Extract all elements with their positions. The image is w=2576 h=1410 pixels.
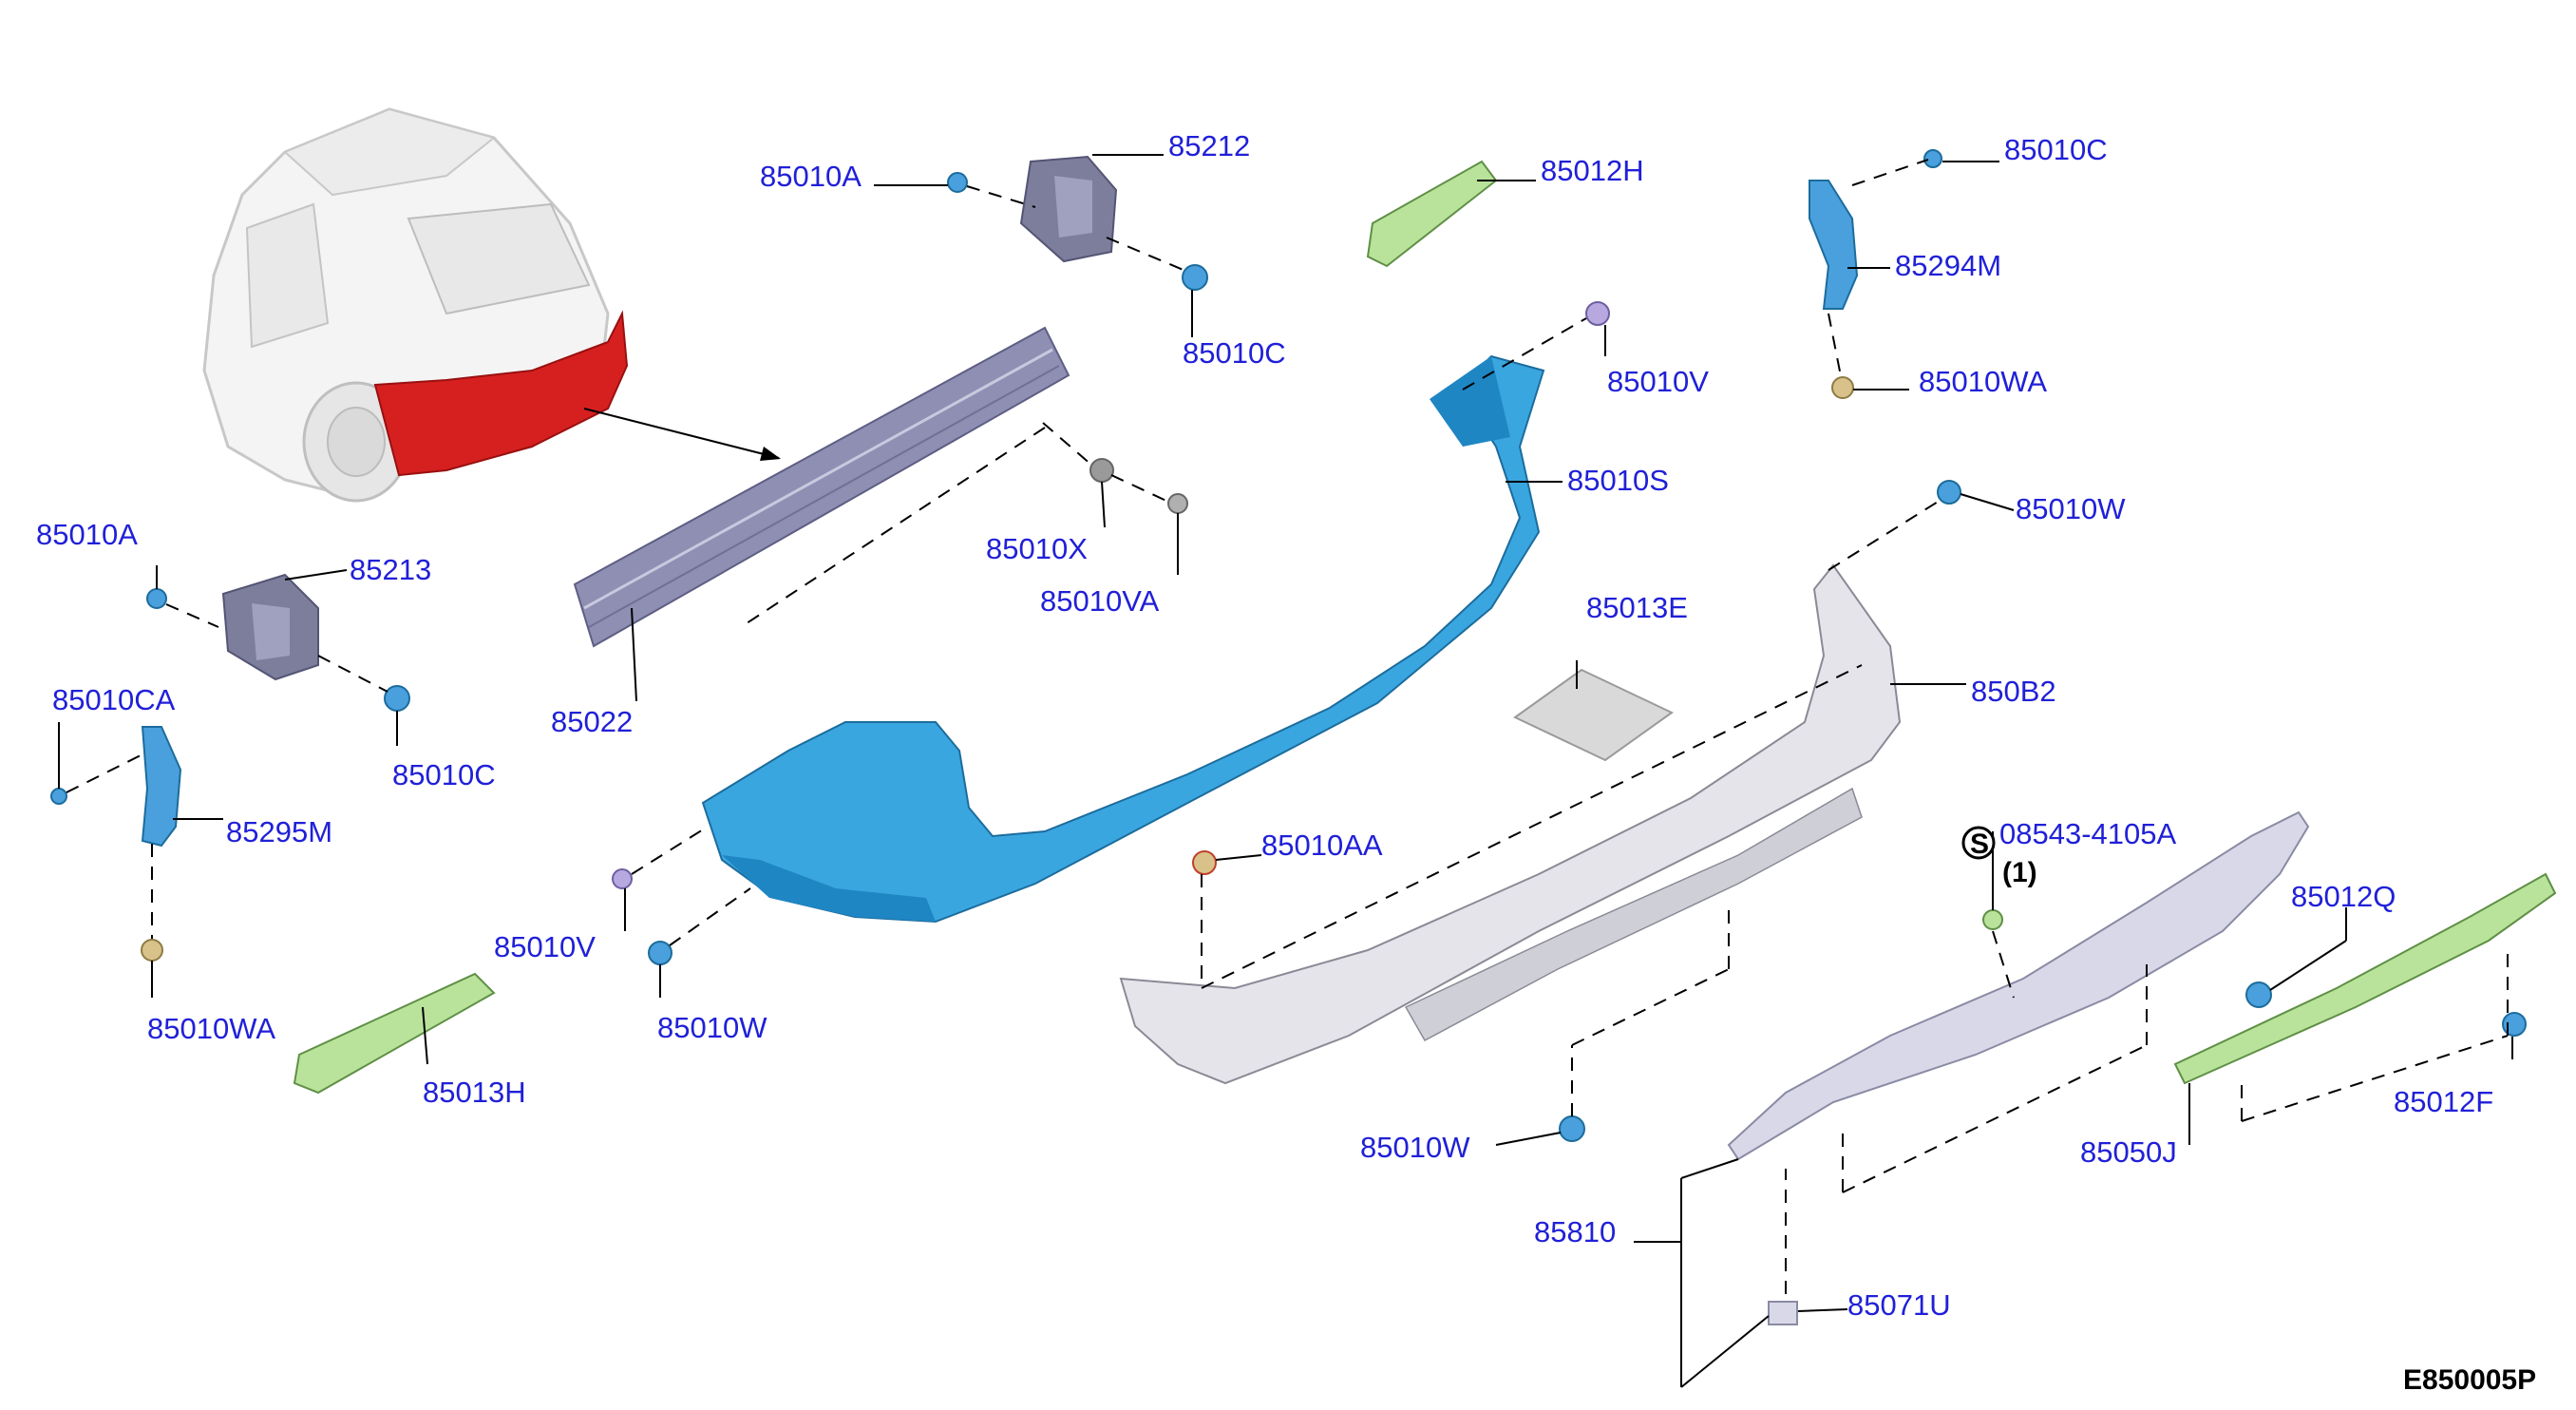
label-85010WA-right: 85010WA — [1919, 365, 2047, 398]
clip-85010C-mid-icon — [1182, 264, 1208, 291]
label-85010VA: 85010VA — [1040, 584, 1160, 618]
label-850B2: 850B2 — [1971, 675, 2056, 708]
label-85010C-right: 85010C — [2004, 133, 2108, 166]
label-85212: 85212 — [1168, 129, 1250, 162]
clip-85010CA-icon — [50, 788, 67, 805]
pad-85013E — [1513, 668, 1674, 762]
bracket-85012H — [1366, 160, 1498, 268]
label-08543-4105A: 08543-4105A — [1999, 817, 2176, 850]
rear-bumper-highlight — [373, 310, 629, 477]
screw-symbol-icon — [1961, 826, 1996, 860]
label-85013E: 85013E — [1586, 591, 1688, 624]
label-85010WA-left: 85010WA — [147, 1012, 275, 1045]
clip-85010AA-icon — [1192, 850, 1217, 875]
clip-85012F-icon — [2502, 1012, 2527, 1037]
arrowhead-icon — [760, 447, 781, 461]
reinforcement-85022 — [573, 326, 1070, 648]
label-85050J: 85050J — [2080, 1135, 2177, 1169]
label-85012Q: 85012Q — [2291, 880, 2396, 913]
label-85295M: 85295M — [226, 815, 332, 848]
clip-85010WA-left-icon — [141, 939, 163, 962]
clip-85010V-low-icon — [612, 868, 633, 889]
bracket-85013H — [293, 972, 496, 1095]
label-85010C-left: 85010C — [392, 758, 496, 791]
bumper-fascia-85010S — [701, 354, 1545, 924]
label-85010W-low: 85010W — [657, 1011, 767, 1044]
clip-85010W-low-icon — [648, 941, 672, 965]
clip-85010WA-right-icon — [1831, 376, 1854, 399]
leader-arrow — [583, 408, 780, 459]
step-pad-85810 — [1727, 810, 2310, 1161]
clip-85010V-top-icon — [1585, 301, 1610, 326]
label-85010AA: 85010AA — [1261, 829, 1383, 862]
bracket-85294M — [1809, 180, 1859, 310]
label-85010X: 85010X — [986, 532, 1088, 565]
label-85010V-low: 85010V — [494, 930, 596, 963]
label-85010CA: 85010CA — [52, 683, 176, 716]
garnish-85050J — [2173, 872, 2557, 1085]
label-85022: 85022 — [551, 705, 633, 738]
bracket-85295M — [141, 726, 182, 848]
label-08543-quantity: (1) — [2002, 857, 2037, 888]
bracket-85213 — [221, 573, 319, 681]
cap-85071U-icon — [1768, 1301, 1798, 1325]
clip-85012Q-icon — [2245, 981, 2272, 1008]
label-85213: 85213 — [350, 553, 431, 586]
label-85010A-top: 85010A — [760, 160, 862, 193]
clip-85010VA-icon — [1167, 493, 1188, 514]
label-85010S: 85010S — [1567, 464, 1669, 497]
screw-symbol-letter: S — [1970, 829, 1989, 860]
clip-85010W-right-icon — [1937, 480, 1961, 505]
label-85071U: 85071U — [1847, 1288, 1951, 1322]
label-85013H: 85013H — [423, 1076, 526, 1109]
label-85010W-right: 85010W — [2016, 492, 2126, 525]
assembly-dashed-lines — [66, 159, 2509, 1294]
clip-85010W-bottom-icon — [1559, 1115, 1585, 1142]
vehicle-reference-illustration — [202, 107, 629, 503]
label-85010A-left: 85010A — [36, 518, 138, 551]
clip-85010C-right-icon — [1923, 149, 1942, 168]
clip-85010X-icon — [1089, 458, 1114, 483]
clip-85010C-left-icon — [384, 685, 410, 712]
label-85010W-bottom: 85010W — [1360, 1131, 1470, 1164]
diagram-code: E850005P — [2403, 1364, 2536, 1396]
label-85810: 85810 — [1534, 1215, 1616, 1248]
screw-callout: S 08543-4105A (1) — [1961, 817, 2176, 888]
label-85010V-top: 85010V — [1607, 365, 1709, 398]
label-85294M: 85294M — [1895, 249, 2001, 282]
screw-08543-icon — [1982, 909, 2003, 930]
bracket-85212 — [1019, 155, 1118, 263]
clip-85010A-top-icon — [947, 172, 968, 193]
label-85010C-mid: 85010C — [1183, 336, 1286, 370]
clip-85010A-left-icon — [146, 588, 167, 609]
leader-lines — [58, 154, 2513, 1388]
label-85012F: 85012F — [2394, 1085, 2493, 1118]
label-85012H: 85012H — [1541, 154, 1644, 187]
part-labels: 85010A 85212 85010C 85012H 85010C 85294M… — [36, 129, 2493, 1322]
bumper-cover-850B2 — [1119, 563, 1902, 1085]
